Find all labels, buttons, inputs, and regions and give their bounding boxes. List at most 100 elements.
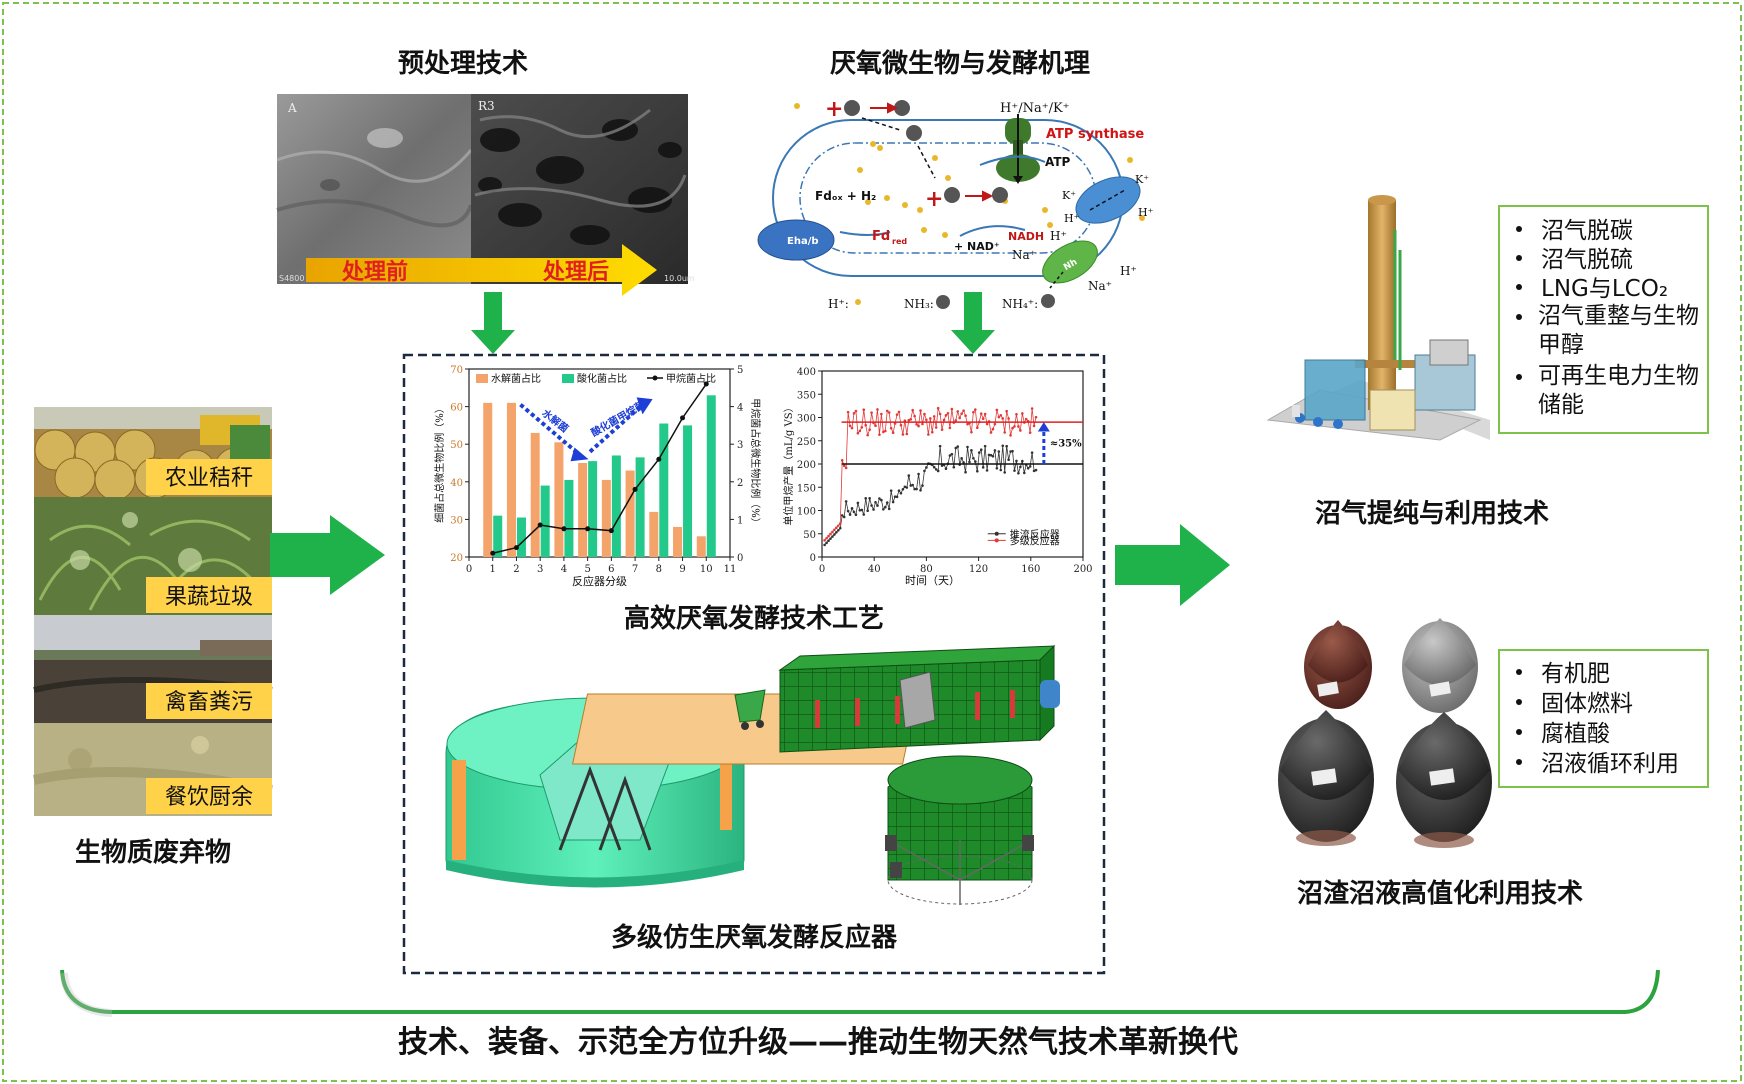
point-plug-flow: [882, 507, 885, 511]
point-plug-flow: [966, 445, 969, 449]
point-plug-flow: [952, 465, 956, 469]
legend-nh4: NH₄⁺:: [1002, 297, 1038, 311]
point-plug-flow: [829, 537, 832, 540]
point-multistage: [923, 412, 926, 416]
point-plug-flow: [991, 454, 995, 458]
x-tick-label: 11: [724, 564, 737, 575]
point-plug-flow: [837, 528, 840, 532]
point-plug-flow: [1021, 459, 1024, 463]
x-tick-label: 0: [466, 564, 472, 575]
after-label: 处理后: [542, 259, 609, 285]
biogas-use-1: 沼气脱碳: [1541, 218, 1633, 244]
biogas-use-5: 可再生电力生物储能: [1538, 363, 1699, 418]
point-multistage: [891, 431, 895, 435]
point-plug-flow: [917, 472, 920, 476]
point-multistage: [962, 409, 965, 413]
x-tick-label: 120: [969, 564, 988, 575]
point-plug-flow: [923, 469, 926, 473]
y2-tick-label: 5: [737, 365, 743, 376]
point-plug-flow: [999, 468, 1003, 472]
point-plug-flow: [972, 457, 975, 460]
point-plug-flow: [944, 467, 948, 470]
residue-use-4: 沼液循环利用: [1541, 751, 1679, 777]
point-multistage: [897, 410, 901, 414]
y2-tick-label: 1: [737, 515, 743, 526]
point-multistage: [917, 424, 920, 428]
point-plug-flow: [936, 469, 940, 473]
point-multistage: [983, 412, 987, 416]
y2-tick-label: 2: [737, 478, 743, 489]
point-multistage: [876, 408, 879, 411]
x-tick-label: 7: [632, 564, 638, 575]
point-multistage: [882, 430, 885, 434]
point-multistage: [868, 428, 871, 431]
point-multistage: [934, 426, 938, 429]
point-multistage: [835, 526, 838, 530]
point-multistage: [1015, 412, 1018, 416]
bar-hydrolysis: [578, 463, 588, 557]
point-plug-flow: [974, 460, 977, 463]
label-nadh: NADH: [1008, 230, 1044, 243]
point-plug-flow: [907, 474, 911, 477]
bottom-slogan: 技术、装备、示范全方位升级——推动生物天然气技术革新换代: [398, 1025, 1238, 1060]
x-axis-label: 时间（天）: [905, 574, 960, 587]
x-tick-label: 5: [584, 564, 590, 575]
point-multistage: [858, 429, 862, 433]
bar-hydrolysis: [506, 402, 516, 557]
x-tick-label: 2: [513, 564, 519, 575]
label-na-outer: Na⁺: [1088, 279, 1112, 293]
y-axis-label: 单位甲烷产量（mL/g VS）: [782, 402, 795, 525]
label-fd-red: Fd: [872, 229, 890, 244]
point-multistage: [929, 417, 932, 420]
x-tick-label: 6: [608, 564, 614, 575]
point-plug-flow: [858, 508, 862, 512]
legend-label-multistage: 多级反应器: [1010, 534, 1060, 547]
y-tick-label: 100: [797, 507, 816, 518]
waste-label-vegetables: 果蔬垃圾: [165, 585, 253, 610]
point-multistage: [993, 422, 997, 426]
point-multistage: [866, 433, 869, 437]
y2-tick-label: 4: [737, 403, 743, 414]
sem-image: A R3 S4800 3.0 10.0um: [276, 94, 695, 284]
point-plug-flow: [909, 484, 913, 487]
legend-label-plug-flow: 推流反应器: [1010, 528, 1060, 541]
point-multistage: [911, 408, 914, 412]
legend-label-acidification: 酸化菌占比: [577, 372, 627, 385]
sem-label-r3: R3: [478, 99, 495, 113]
point-plug-flow: [878, 497, 881, 500]
point-plug-flow: [866, 509, 869, 513]
y2-axis-label: 甲烷菌占总微生物比例（%）: [749, 398, 762, 528]
point-plug-flow: [1017, 471, 1020, 475]
bar-acidification: [564, 479, 574, 557]
label-atp: ATP: [1045, 155, 1071, 169]
point-plug-flow: [823, 543, 826, 547]
point-plug-flow: [874, 500, 877, 504]
point-multistage: [1009, 434, 1012, 437]
point-multistage: [854, 409, 858, 413]
point-multistage: [964, 414, 967, 418]
x-tick-label: 40: [868, 564, 881, 575]
point-plug-flow: [934, 468, 938, 471]
point-plug-flow: [895, 495, 899, 499]
bar-acidification: [611, 455, 621, 557]
k-channel-icon: [1075, 176, 1141, 224]
point-plug-flow: [870, 504, 873, 507]
bar-hydrolysis: [483, 402, 493, 557]
point-plug-flow: [950, 452, 954, 456]
point-plug-flow: [856, 501, 860, 505]
point-plug-flow: [1032, 469, 1036, 473]
bar-hydrolysis: [696, 536, 706, 557]
point-plug-flow: [970, 449, 973, 452]
label-h-na-k: H⁺/Na⁺/K⁺: [1000, 101, 1070, 116]
title-residue: 沼渣沼液高值化利用技术: [1297, 878, 1583, 909]
point-plug-flow: [968, 460, 971, 464]
point-plug-flow: [960, 457, 963, 460]
point-multistage: [913, 414, 916, 418]
point-plug-flow: [825, 541, 828, 545]
point-plug-flow: [887, 507, 891, 511]
point-multistage: [974, 408, 977, 411]
